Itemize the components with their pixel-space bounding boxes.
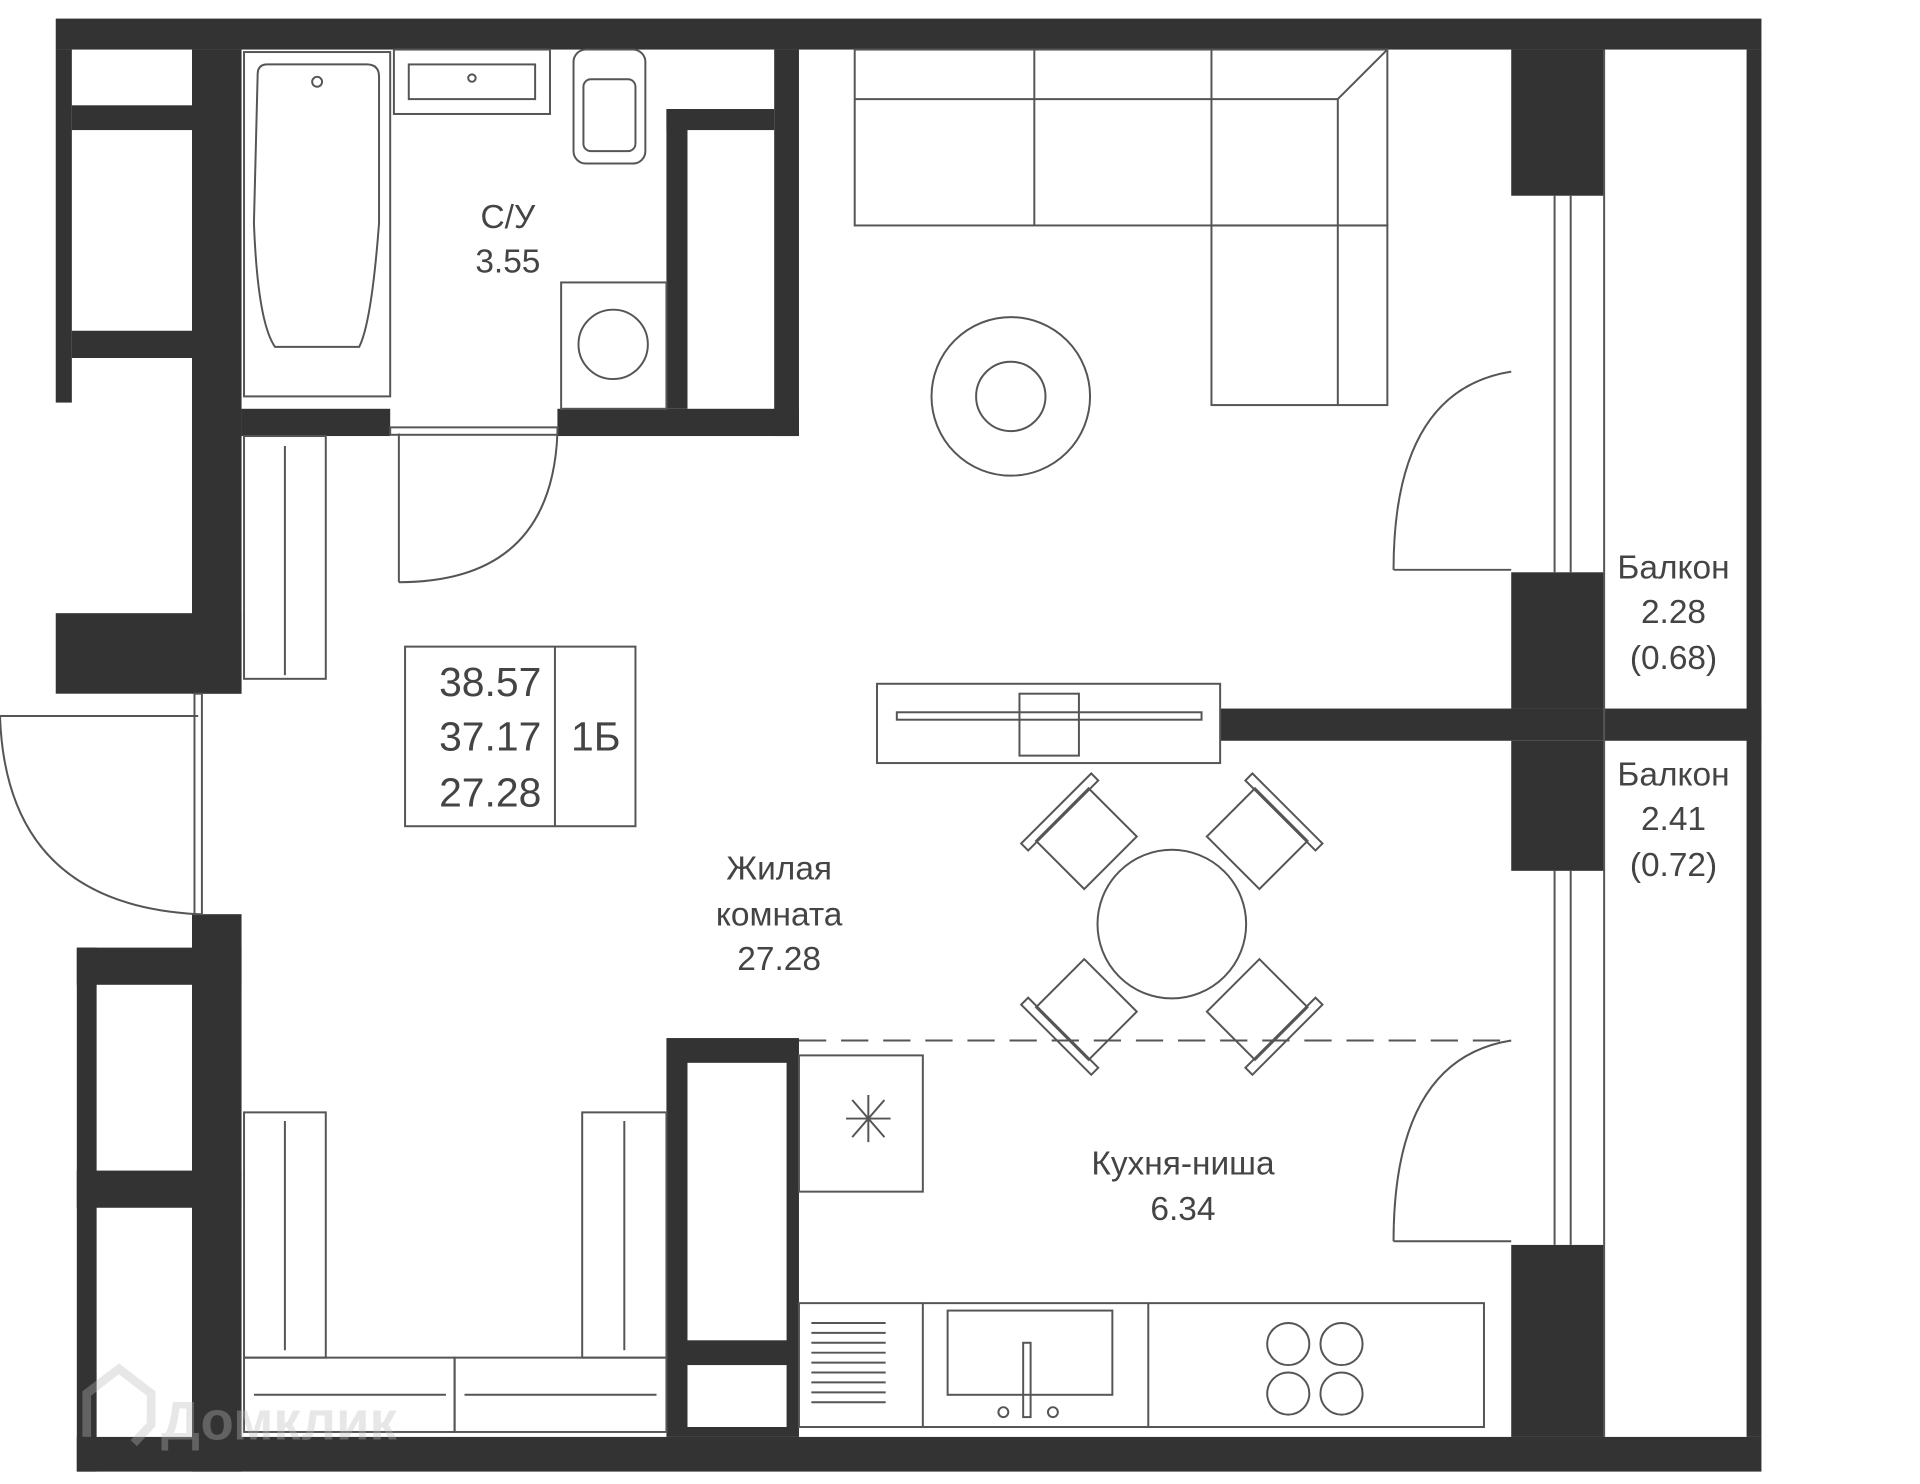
room-name-balcony-2: Балкон [1617, 756, 1729, 793]
furniture [0, 48, 1606, 1437]
toilet [572, 48, 647, 165]
stove-burner [1266, 1321, 1311, 1367]
room-name-kitchen: Кухня-ниша [1091, 1145, 1275, 1182]
room-name-balcony-1: Балкон [1617, 549, 1729, 586]
tv-stand [876, 682, 1222, 765]
wardrobe [243, 435, 327, 680]
sink [392, 48, 551, 115]
room-reduced-balcony-1: (0.68) [1630, 640, 1717, 677]
area-without-balcony: 37.17 [439, 714, 541, 760]
sofa [853, 48, 1389, 227]
labels: 38.57 37.17 27.28 1Б С/У 3.55 Жилая комн… [439, 199, 1729, 1228]
room-name-living-2: комната [716, 896, 843, 933]
room-area-kitchen: 6.34 [1150, 1191, 1215, 1228]
room-reduced-balcony-2: (0.72) [1630, 847, 1717, 884]
entrance-door [0, 714, 199, 916]
room-area-bathroom: 3.55 [475, 244, 540, 281]
balcony-door [1392, 370, 1512, 571]
bathroom-door [397, 433, 559, 584]
living-area: 27.28 [439, 769, 541, 815]
kitchen-counter [797, 1302, 1485, 1428]
dining-table [1096, 848, 1248, 1000]
bathtub [243, 51, 392, 398]
room-area-balcony-2: 2.41 [1641, 801, 1706, 838]
room-area-balcony-1: 2.28 [1641, 594, 1706, 631]
watermark-logo: Домклик [82, 1363, 397, 1451]
room-area-living: 27.28 [737, 941, 821, 978]
room-name-bathroom: С/У [481, 199, 536, 236]
coffee-table [930, 316, 1092, 477]
apartment-type: 1Б [571, 714, 621, 760]
walls [55, 18, 1762, 1472]
washing-machine [560, 281, 668, 410]
room-name-living: Жилая [726, 850, 832, 887]
watermark-text: Домклик [161, 1390, 397, 1451]
total-area: 38.57 [439, 659, 541, 705]
area-box [404, 645, 637, 828]
fridge [797, 1054, 924, 1193]
